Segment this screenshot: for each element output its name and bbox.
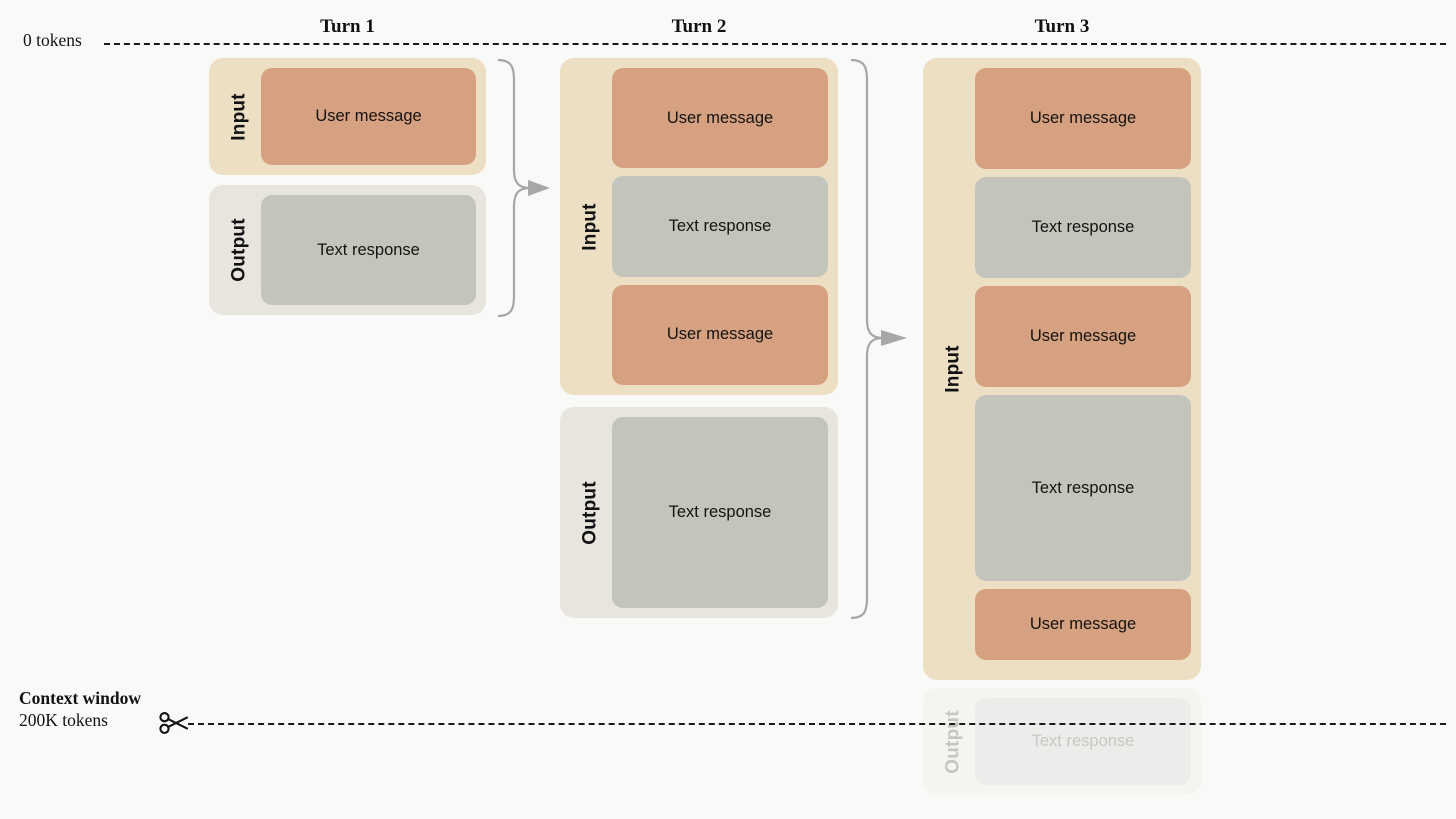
turn-3-input-blocks: User message Text response User message … (975, 68, 1191, 670)
zero-tokens-label: 0 tokens (23, 30, 82, 50)
arrowhead-icon (881, 330, 907, 346)
turn-1-heading: Turn 1 (320, 16, 375, 37)
turn-2-input-panel[interactable]: Input User message Text response User me… (560, 58, 838, 395)
message-block-text[interactable]: Text response (975, 177, 1191, 278)
context-window-cut-line (188, 723, 1446, 725)
message-block-text[interactable]: Text response (612, 176, 828, 277)
connector-turn2-to-turn3 (850, 58, 907, 620)
turn-3-output-panel-truncated[interactable]: Output Text response (923, 688, 1201, 795)
turn-1-output-label: Output (229, 218, 251, 282)
turn-3-input-panel[interactable]: Input User message Text response User me… (923, 58, 1201, 680)
turn-1-input-blocks: User message (261, 68, 476, 165)
turn-2-output-panel[interactable]: Output Text response (560, 407, 838, 618)
message-block-user[interactable]: User message (261, 68, 476, 165)
turn-3-output-label: Output (943, 709, 965, 774)
message-block-text[interactable]: Text response (261, 195, 476, 305)
turn-3-heading: Turn 3 (1034, 16, 1090, 37)
turn-3-input-label: Input (943, 345, 964, 393)
message-block-user[interactable]: User message (612, 68, 828, 169)
message-block-text[interactable]: Text response (975, 395, 1191, 581)
scissors-icon (159, 712, 189, 734)
message-block-user[interactable]: User message (975, 589, 1191, 660)
context-window-value: 200K tokens (19, 710, 108, 730)
message-block-user[interactable]: User message (975, 286, 1191, 387)
turn-2-output-label: Output (580, 480, 602, 545)
turn-1-output-blocks: Text response (261, 195, 476, 305)
connector-turn1-to-turn2 (497, 58, 550, 318)
message-block-text[interactable]: Text response (612, 417, 828, 608)
zero-tokens-guide-line (104, 43, 1446, 45)
turn-2-input-label: Input (580, 202, 601, 251)
arrowhead-icon (528, 180, 550, 196)
message-block-user[interactable]: User message (612, 284, 828, 385)
turn-1-input-panel[interactable]: Input User message (209, 58, 486, 175)
context-window-title: Context window (19, 688, 142, 708)
message-block-text[interactable]: Text response (975, 698, 1191, 785)
turn-2-input-blocks: User message Text response User message (612, 68, 828, 385)
turn-1-output-panel[interactable]: Output Text response (209, 185, 486, 315)
turn-1-input-label: Input (229, 92, 250, 141)
message-block-user[interactable]: User message (975, 68, 1191, 169)
turn-2-heading: Turn 2 (671, 16, 727, 37)
turn-3-output-blocks: Text response (975, 698, 1191, 785)
turn-2-output-blocks: Text response (612, 417, 828, 608)
